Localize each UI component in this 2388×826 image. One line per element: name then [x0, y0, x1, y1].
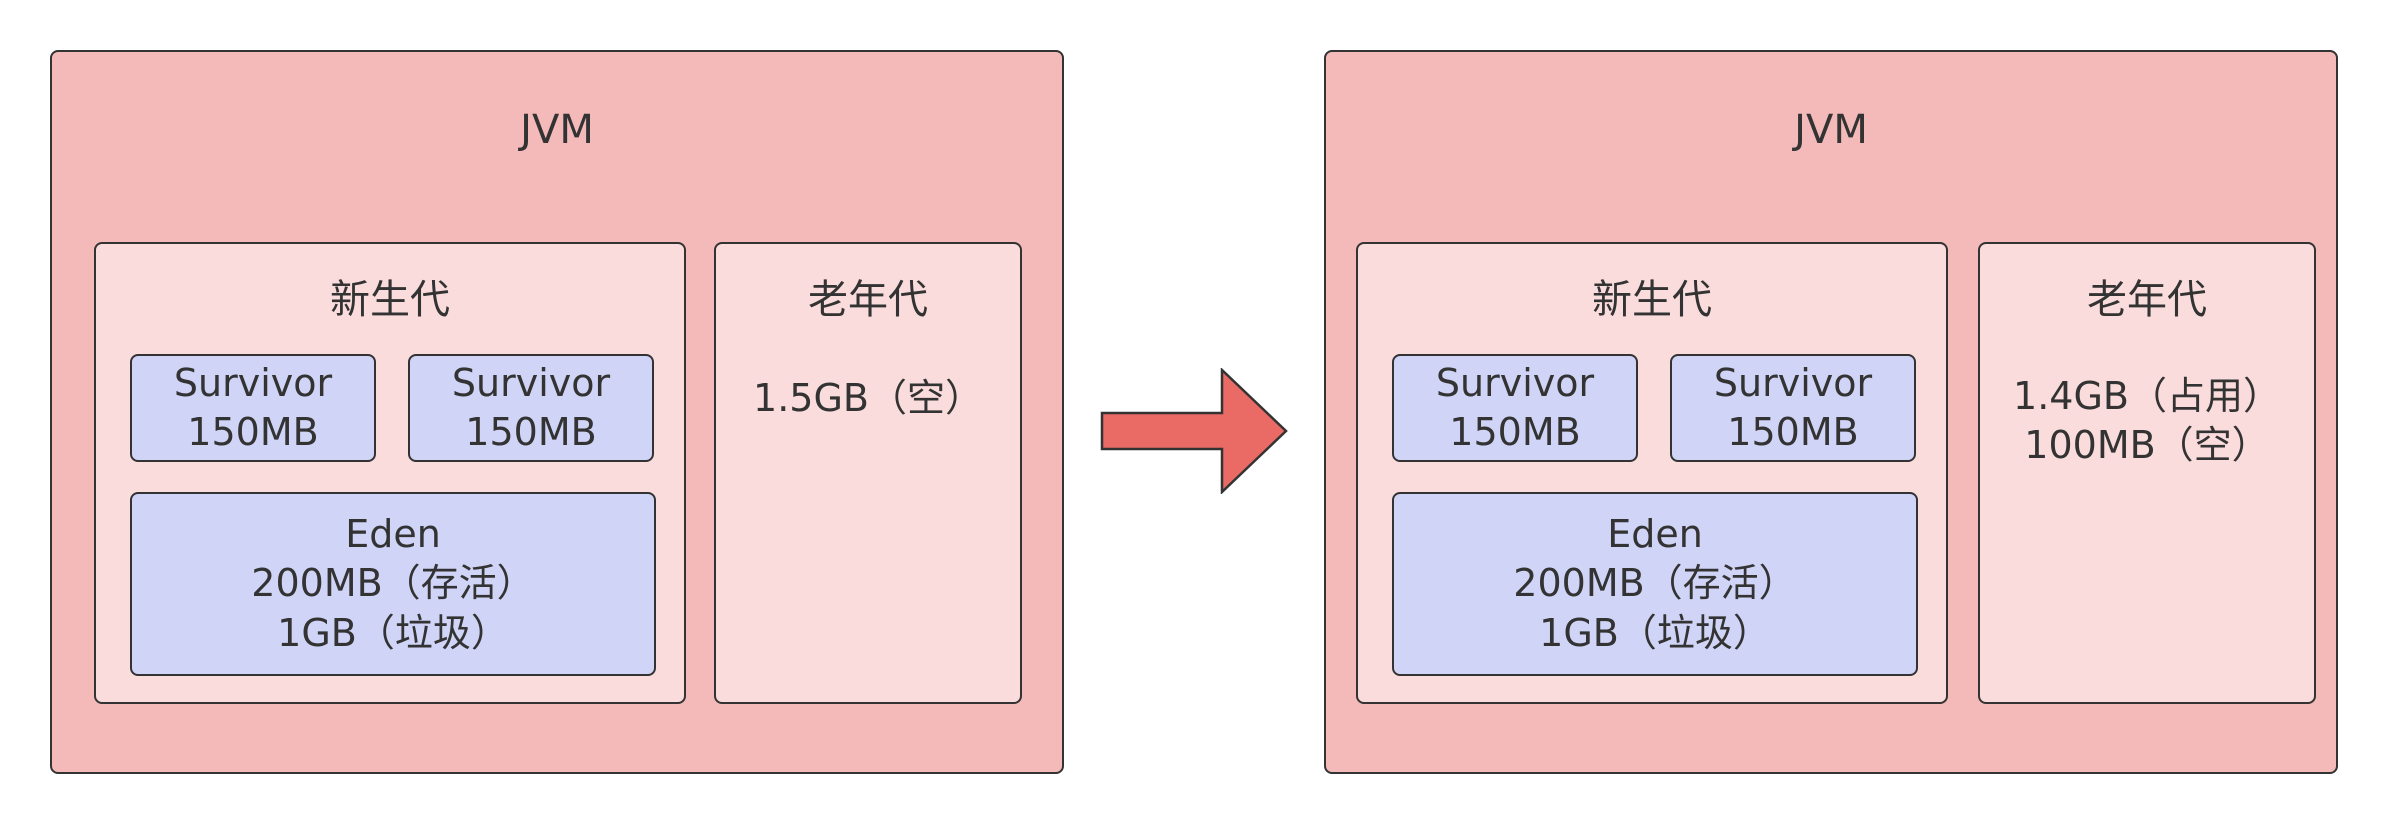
transition-arrow-icon: [1100, 368, 1288, 494]
survivor-size: 150MB: [465, 410, 597, 454]
eden-garbage: 1GB（垃圾）: [277, 610, 509, 655]
old-generation: 老年代 1.5GB（空）: [714, 242, 1022, 704]
survivor-name: Survivor: [1435, 360, 1595, 405]
eden-space: Eden 200MB（存活） 1GB（垃圾）: [1392, 492, 1918, 676]
eden-name: Eden: [345, 511, 441, 556]
old-generation-usage: 1.4GB（占用） 100MB（空）: [1980, 372, 2314, 471]
eden-live: 200MB（存活）: [251, 561, 535, 606]
young-generation: 新生代 Survivor 150MB Survivor 150MB Eden 2…: [1356, 242, 1948, 704]
survivor-name: Survivor: [451, 360, 611, 405]
eden-garbage: 1GB（垃圾）: [1539, 610, 1771, 655]
jvm-label: JVM: [520, 107, 594, 153]
old-generation-title: 老年代: [808, 277, 928, 323]
survivor-size: 150MB: [1449, 410, 1581, 454]
survivor-space-1: Survivor 150MB: [130, 354, 376, 462]
eden-live: 200MB（存活）: [1513, 561, 1797, 606]
eden-name: Eden: [1607, 511, 1703, 556]
old-generation: 老年代 1.4GB（占用） 100MB（空）: [1978, 242, 2316, 704]
survivor-space-2: Survivor 150MB: [408, 354, 654, 462]
survivor-size: 150MB: [1727, 410, 1859, 454]
old-generation-line: 1.5GB（空）: [753, 376, 983, 420]
survivor-size: 150MB: [187, 410, 319, 454]
survivor-name: Survivor: [1713, 360, 1873, 405]
survivor-name: Survivor: [173, 360, 333, 405]
young-generation: 新生代 Survivor 150MB Survivor 150MB Eden 2…: [94, 242, 686, 704]
old-generation-usage: 1.5GB（空）: [716, 374, 1020, 423]
old-generation-used: 1.4GB（占用）: [2013, 374, 2281, 418]
survivor-space-1: Survivor 150MB: [1392, 354, 1638, 462]
old-generation-free: 100MB（空）: [2024, 423, 2270, 468]
young-generation-title: 新生代: [330, 277, 450, 323]
eden-space: Eden 200MB（存活） 1GB（垃圾）: [130, 492, 656, 676]
jvm-container-before: JVM 新生代 Survivor 150MB Survivor 150MB Ed…: [50, 50, 1064, 774]
survivor-space-2: Survivor 150MB: [1670, 354, 1916, 462]
old-generation-title: 老年代: [2087, 277, 2207, 323]
jvm-container-after: JVM 新生代 Survivor 150MB Survivor 150MB Ed…: [1324, 50, 2338, 774]
young-generation-title: 新生代: [1592, 277, 1712, 323]
jvm-label: JVM: [1794, 107, 1868, 153]
